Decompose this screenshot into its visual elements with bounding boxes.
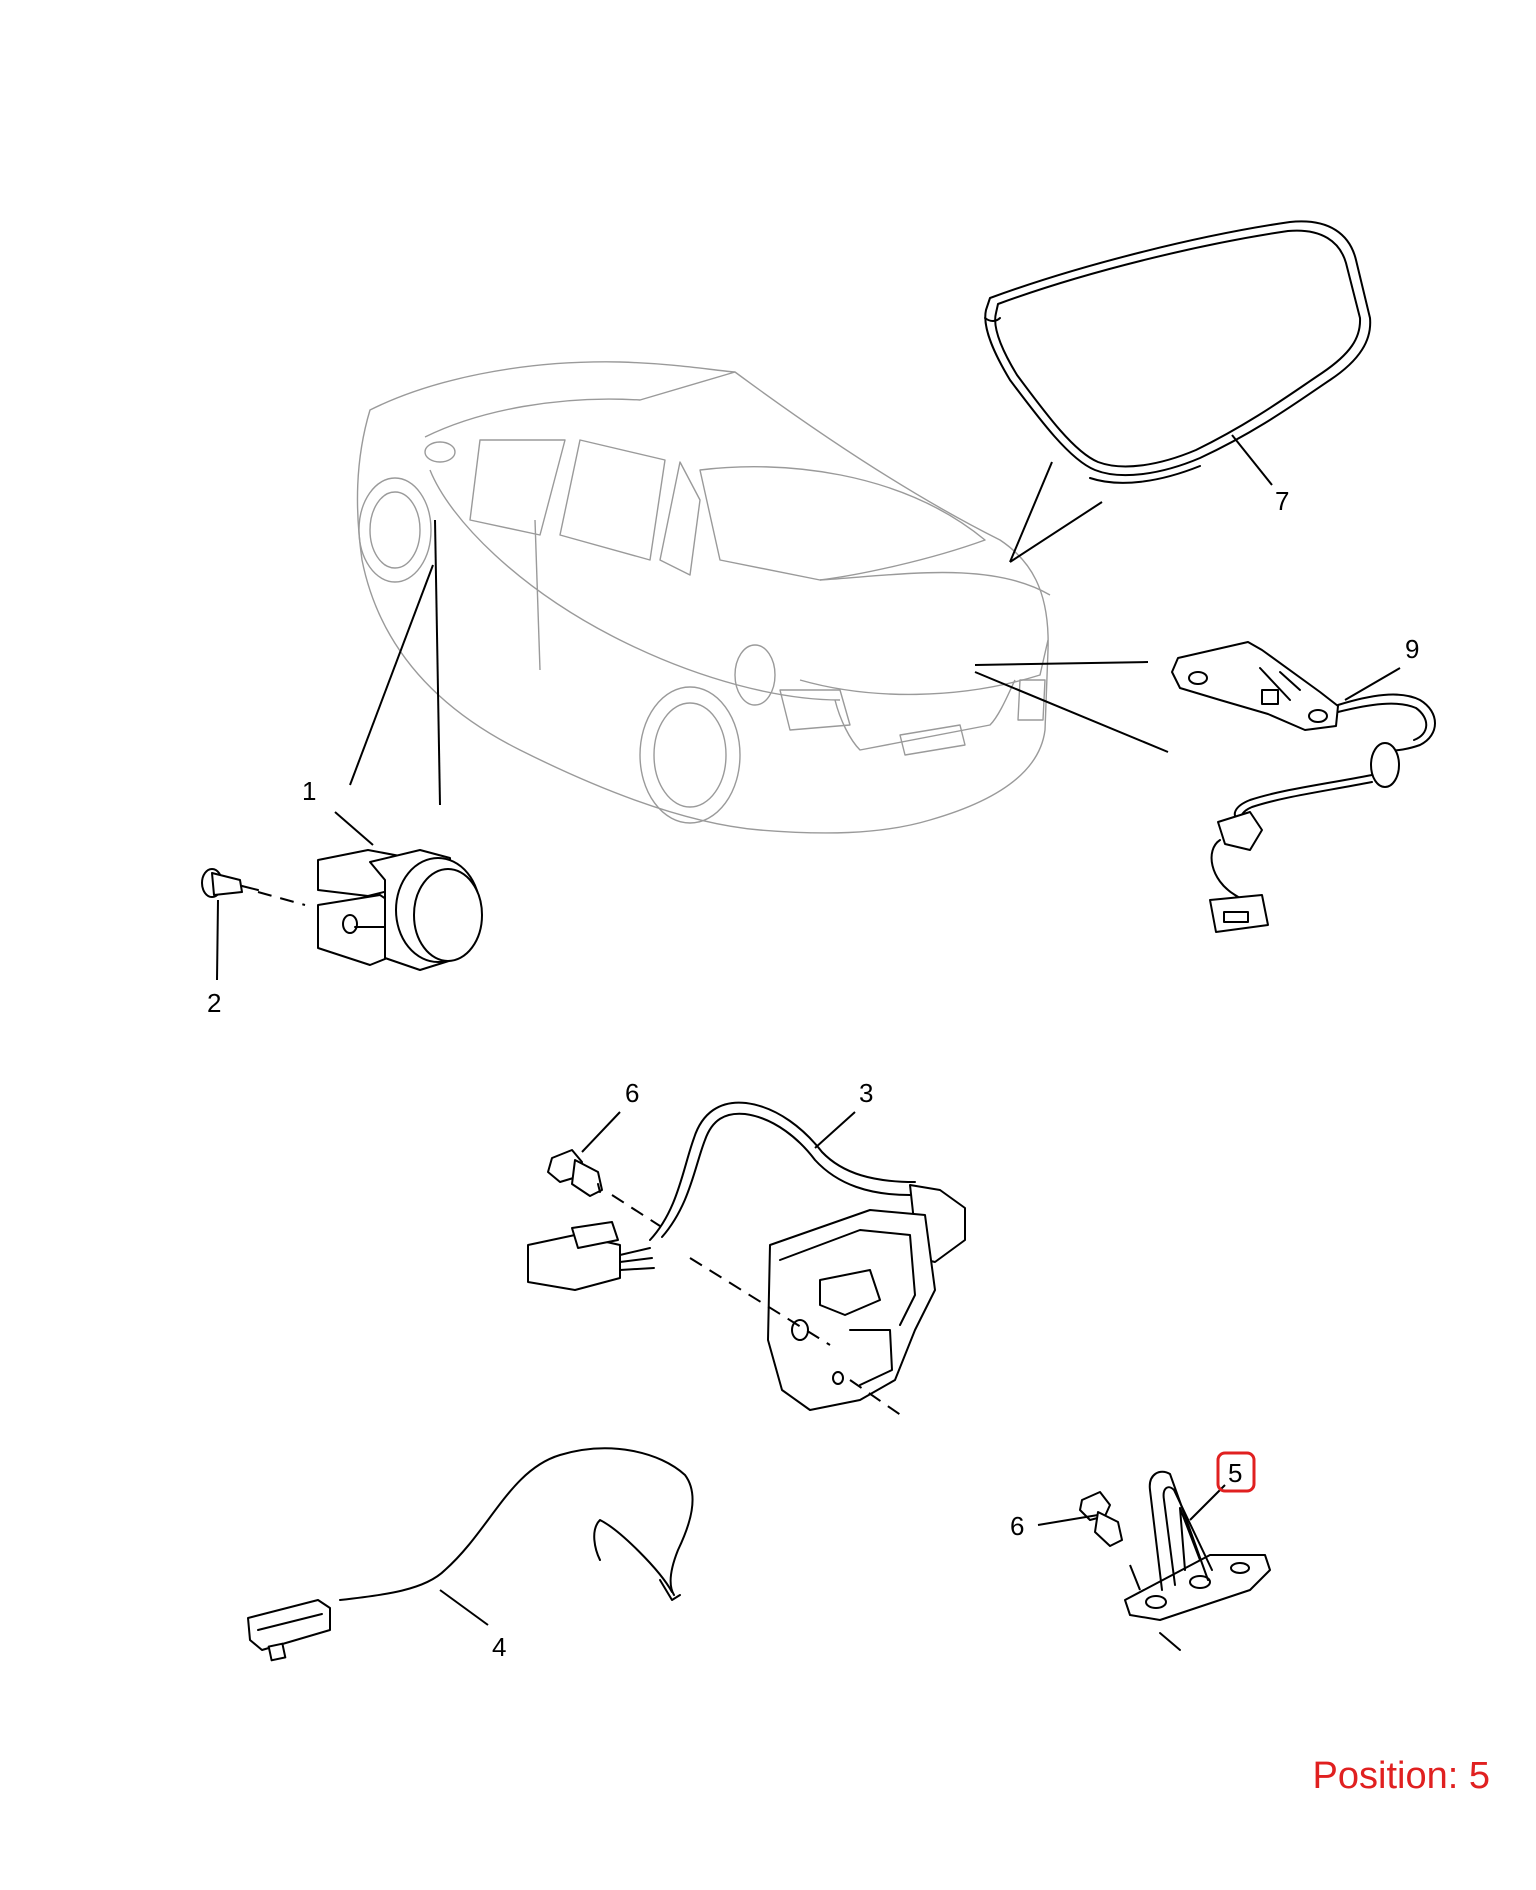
part-3-boot-latch	[527, 1101, 966, 1419]
callout-9[interactable]: 9	[1405, 634, 1419, 664]
part-6-striker-bolt	[1037, 1491, 1123, 1547]
part-6-latch-bolt	[547, 1111, 661, 1227]
callout-2[interactable]: 2	[207, 988, 221, 1018]
callout-7[interactable]: 7	[1275, 486, 1289, 516]
part-7-weatherstrip-seal	[984, 220, 1372, 486]
part-5-striker	[1124, 1470, 1271, 1651]
vehicle-leader-lines	[349, 461, 1169, 806]
callout-3[interactable]: 3	[859, 1078, 873, 1108]
callout-4[interactable]: 4	[492, 1632, 506, 1662]
callout-6-upper[interactable]: 6	[625, 1078, 639, 1108]
part-4-release-cable	[247, 1447, 694, 1662]
highlight-box	[1216, 1451, 1256, 1493]
position-label: Position: 5	[1312, 1755, 1490, 1797]
part-1-actuator	[317, 811, 483, 971]
callout-5[interactable]: 5	[1228, 1458, 1242, 1488]
part-9-release-switch	[1171, 641, 1436, 933]
part-2-screw	[201, 868, 306, 981]
vehicle-outline	[356, 361, 1051, 834]
callout-1[interactable]: 1	[302, 776, 316, 806]
callout-6-lower[interactable]: 6	[1010, 1511, 1024, 1541]
